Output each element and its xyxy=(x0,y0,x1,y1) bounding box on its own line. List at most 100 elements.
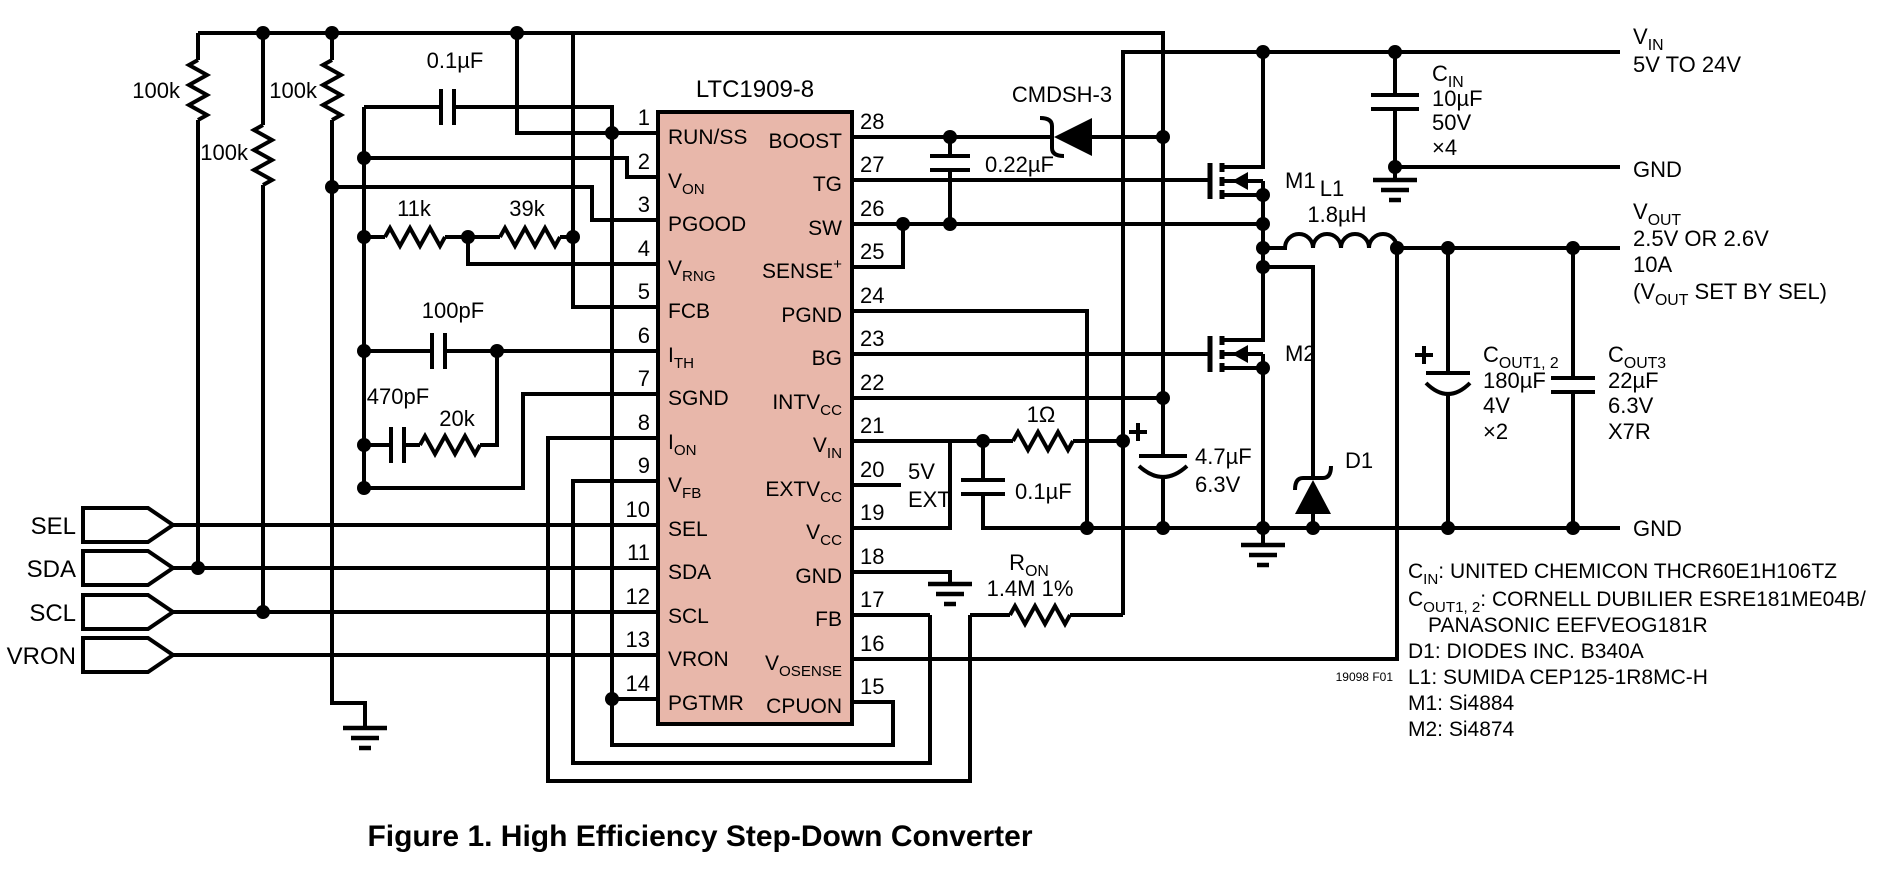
m1-body-arrow-icon xyxy=(1232,172,1248,190)
r-11k-label: 11k xyxy=(397,196,432,221)
schottky-cathode-bars xyxy=(1039,116,1333,491)
vron-connector xyxy=(81,636,177,674)
c-boost-label: 0.22µF xyxy=(985,152,1054,177)
pin-label-22: INTVCC xyxy=(772,391,842,419)
cout12-value-label: 180µF xyxy=(1483,368,1546,393)
mosfet-bars xyxy=(1207,163,1225,372)
note-cin: CIN: UNITED CHEMICON THCR60E1H106TZ xyxy=(1408,560,1837,588)
pin-label-2: VON xyxy=(668,170,705,198)
note-m2: M2: Si4874 xyxy=(1408,718,1515,741)
ron-value-label: 1.4M 1% xyxy=(987,576,1074,601)
gnd-bottom-label: GND xyxy=(1633,516,1682,541)
note-cout12: COUT1, 2: CORNELL DUBILIER ESRE181ME04B/ xyxy=(1408,588,1866,616)
pin-number-28: 28 xyxy=(860,109,884,134)
capacitor-plates xyxy=(389,89,1595,496)
pin-label-17: FB xyxy=(815,608,842,631)
sda-connector xyxy=(81,549,177,587)
pin-number-27: 27 xyxy=(860,152,884,177)
cout3-name-label: COUT3 xyxy=(1608,342,1666,372)
vron-label: VRON xyxy=(7,643,76,670)
junction-dots xyxy=(191,26,1580,706)
rail-labels: VIN 5V TO 24V GND VOUT 2.5V OR 2.6V 10A … xyxy=(1633,24,1827,541)
input-labels: SEL SDA SCL VRON xyxy=(7,513,76,670)
pin-label-15: CPUON xyxy=(766,695,842,718)
figure-code: 19098 F01 xyxy=(1336,670,1394,684)
pin-number-9: 9 xyxy=(638,453,650,478)
ext5v-line2-label: EXT xyxy=(908,487,951,512)
pin-number-11: 11 xyxy=(627,540,650,565)
pin-number-26: 26 xyxy=(860,196,884,221)
plus-signs xyxy=(1129,346,1433,441)
m2-body-arrow-icon xyxy=(1232,345,1248,363)
m2-label: M2 xyxy=(1285,341,1316,366)
pin-number-15: 15 xyxy=(860,674,884,699)
polarized-cap-arcs xyxy=(1137,381,1472,479)
pin-number-18: 18 xyxy=(860,544,884,569)
pin-number-17: 17 xyxy=(860,587,884,612)
c-ss-label: 0.1µF xyxy=(427,48,484,73)
pin-label-19: VCC xyxy=(806,521,842,549)
r-20k-label: 20k xyxy=(439,406,475,431)
pin-label-12: SCL xyxy=(668,605,709,628)
pin-label-27: TG xyxy=(813,173,842,196)
cin-value-label: 10µF xyxy=(1432,86,1483,111)
sda-label: SDA xyxy=(27,556,76,583)
ic-body xyxy=(656,110,854,726)
cin-voltage-label: 50V xyxy=(1432,110,1471,135)
pin-label-4: VRNG xyxy=(668,257,716,285)
pin-number-8: 8 xyxy=(638,410,650,435)
pin-label-11: SDA xyxy=(668,561,711,584)
pin-number-1: 1 xyxy=(638,105,650,130)
d1-diode-icon xyxy=(1295,480,1331,514)
pin-number-3: 3 xyxy=(638,192,650,217)
scl-label: SCL xyxy=(29,600,76,627)
pin-number-25: 25 xyxy=(860,239,884,264)
gnd-top-label: GND xyxy=(1633,157,1682,182)
pin-number-6: 6 xyxy=(638,323,650,348)
ic-title: LTC1909-8 xyxy=(696,76,814,103)
l1-label: L1 xyxy=(1320,176,1344,201)
note-m1: M1: Si4884 xyxy=(1408,692,1515,715)
pin-label-6: ITH xyxy=(668,344,694,372)
cout12-voltage-label: 4V xyxy=(1483,393,1510,418)
labels: 100k 100k 100k 0.1µF 11k 39k 100pF 470pF… xyxy=(132,48,1666,601)
pin-label-13: VRON xyxy=(668,648,729,671)
pin-label-7: SGND xyxy=(668,387,729,410)
pin-label-20: EXTVCC xyxy=(765,478,842,506)
pin-label-1: RUN/SS xyxy=(668,126,747,149)
pin-label-16: VOSENSE xyxy=(765,652,842,680)
wire-left-network xyxy=(173,33,972,783)
pin-label-21: VIN xyxy=(813,434,842,462)
vin-name-label: VIN xyxy=(1633,24,1664,54)
r-pullup1-label: 100k xyxy=(132,78,181,103)
pin-number-14: 14 xyxy=(626,671,650,696)
pin-label-23: BG xyxy=(812,347,842,370)
c-intvcc-value-label: 4.7µF xyxy=(1195,444,1252,469)
cout3-type-label: X7R xyxy=(1608,419,1651,444)
pin-number-10: 10 xyxy=(626,497,650,522)
r-1ohm-label: 1Ω xyxy=(1027,402,1056,427)
pin-number-13: 13 xyxy=(626,627,650,652)
pin-number-12: 12 xyxy=(626,584,650,609)
cout12-qty-label: ×2 xyxy=(1483,419,1508,444)
cout3-value-label: 22µF xyxy=(1608,368,1659,393)
pin-number-7: 7 xyxy=(638,366,650,391)
c-470pf-label: 470pF xyxy=(367,384,429,409)
pin-label-9: VFB xyxy=(668,474,701,502)
pin-label-25: SENSE+ xyxy=(762,256,842,283)
cout12-name-label: COUT1, 2 xyxy=(1483,342,1559,372)
parts-notes: CIN: UNITED CHEMICON THCR60E1H106TZ COUT… xyxy=(1408,560,1866,741)
pin-number-21: 21 xyxy=(860,413,884,438)
pin-label-28: BOOST xyxy=(768,130,842,153)
pin-number-2: 2 xyxy=(638,149,650,174)
resistor-symbols xyxy=(184,58,1075,629)
cin-qty-label: ×4 xyxy=(1432,135,1457,160)
d1-label: D1 xyxy=(1345,448,1373,473)
pin-label-10: SEL xyxy=(668,518,708,541)
pin-number-24: 24 xyxy=(860,283,884,308)
vout-note-label: (VOUT SET BY SEL) xyxy=(1633,279,1827,309)
vin-range-label: 5V TO 24V xyxy=(1633,52,1741,77)
figure-caption: Figure 1. High Efficiency Step-Down Conv… xyxy=(367,820,1032,853)
wire-group xyxy=(173,31,1620,783)
